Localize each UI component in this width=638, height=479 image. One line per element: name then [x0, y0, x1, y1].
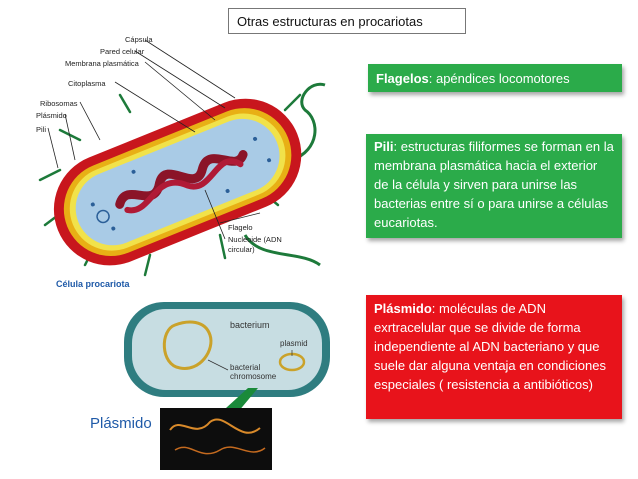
label-chromosome-1: bacterial	[230, 363, 260, 372]
label-flagelo: Flagelo	[228, 223, 253, 232]
label-chromosome-2: chromosome	[230, 372, 277, 381]
label-pared: Pared celular	[100, 47, 145, 56]
label-ribosomas: Ribosomas	[40, 99, 78, 108]
pili-text: : estructuras filiformes se forman en la…	[374, 139, 614, 230]
plasmido-text: : moléculas de ADN exrtracelular que se …	[374, 301, 607, 392]
pili-term: Pili	[374, 139, 394, 154]
bacterial-chromosome-shape	[162, 320, 213, 370]
label-nucleoide-2: circular)	[228, 245, 255, 254]
bacterium-plasmid-diagram: bacterium plasmid bacterial chromosome	[124, 302, 330, 470]
plasmido-callout: Plásmido: moléculas de ADN exrtracelular…	[366, 295, 622, 419]
bacterium-interior	[132, 309, 322, 390]
plasmido-term: Plásmido	[374, 301, 432, 316]
flagelos-term: Flagelos	[376, 71, 429, 86]
plasmid-caption: Plásmido	[90, 415, 152, 432]
label-pili: Pili	[36, 125, 46, 134]
label-plasmid: plasmid	[280, 339, 308, 348]
micrograph-image	[160, 408, 272, 470]
flagellum-line	[291, 82, 326, 162]
label-bacterium: bacterium	[230, 320, 270, 330]
flagelos-callout: Flagelos: apéndices locomotores	[368, 64, 622, 92]
cell-caption: Célula procariota	[56, 279, 130, 289]
label-membrana: Membrana plasmática	[65, 59, 140, 68]
nucleoid-shape	[115, 150, 248, 209]
plasmid-ring	[96, 209, 110, 224]
pili-callout: Pili: estructuras filiformes se forman e…	[366, 134, 622, 238]
flagelos-text: : apéndices locomotores	[428, 71, 570, 86]
label-citoplasma: Citoplasma	[68, 79, 106, 88]
prokaryotic-cell-diagram: Cápsula Pared celular Membrana plasmátic…	[36, 35, 326, 277]
label-nucleoide: Nucleoide (ADN	[228, 235, 282, 244]
label-plasmido: Plásmido	[36, 111, 67, 120]
label-capsula: Cápsula	[125, 35, 153, 44]
slide-title: Otras estructuras en procariotas	[228, 8, 466, 34]
